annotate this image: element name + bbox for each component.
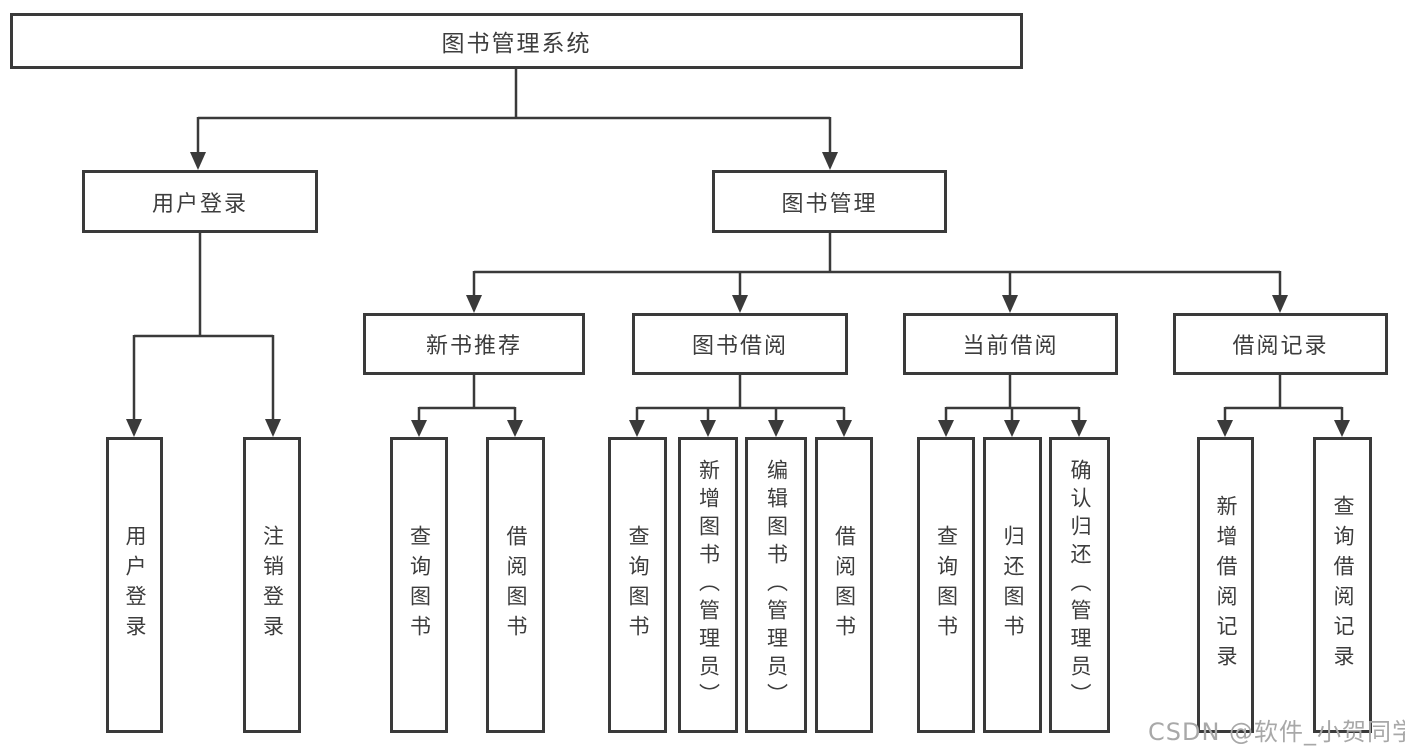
node-library-system-label: 图书管理系统	[441, 31, 592, 57]
leaf-edit-book-admin-label: 编辑图书（管理员）	[764, 459, 789, 711]
leaf-add-book-admin-label: 新增图书（管理员）	[696, 459, 721, 711]
leaf-query-books-current: 查询图书	[917, 437, 975, 733]
node-current-borrowing: 当前借阅	[903, 313, 1118, 375]
leaf-confirm-return-admin: 确认归还（管理员）	[1049, 437, 1110, 733]
leaf-query-borrow-record: 查询借阅记录	[1313, 437, 1372, 733]
leaf-query-books-recommend: 查询图书	[390, 437, 448, 733]
leaf-add-book-admin: 新增图书（管理员）	[678, 437, 738, 733]
node-book-management-label: 图书管理	[781, 191, 878, 217]
leaf-borrow-books-recommend: 借阅图书	[486, 437, 545, 733]
csdn-watermark: CSDN @软件_小贺同学	[1148, 718, 1405, 746]
leaf-return-book-label: 归还图书	[1001, 525, 1025, 645]
leaf-edit-book-admin: 编辑图书（管理员）	[745, 437, 807, 733]
leaf-add-borrow-record-label: 新增借阅记录	[1214, 495, 1238, 675]
leaf-query-books-current-label: 查询图书	[934, 525, 959, 645]
leaf-add-borrow-record: 新增借阅记录	[1197, 437, 1254, 733]
node-user-login: 用户登录	[82, 170, 318, 233]
node-new-book-recommend-label: 新书推荐	[425, 334, 522, 359]
node-current-borrowing-label: 当前借阅	[962, 334, 1059, 359]
leaf-logout-label: 注销登录	[260, 525, 285, 645]
leaf-query-books-recommend-label: 查询图书	[407, 525, 432, 645]
node-borrowing-records-label: 借阅记录	[1232, 334, 1329, 359]
leaf-confirm-return-admin-label: 确认归还（管理员）	[1068, 459, 1092, 711]
leaf-logout: 注销登录	[243, 437, 301, 733]
leaf-user-login: 用户登录	[106, 437, 163, 733]
node-user-login-label: 用户登录	[151, 191, 248, 217]
leaf-query-books-borrow-label: 查询图书	[626, 525, 650, 645]
leaf-query-books-borrow: 查询图书	[608, 437, 667, 733]
leaf-user-login-label: 用户登录	[123, 525, 147, 645]
leaf-query-borrow-record-label: 查询借阅记录	[1331, 495, 1355, 675]
node-borrowing-records: 借阅记录	[1173, 313, 1388, 375]
node-new-book-recommend: 新书推荐	[363, 313, 585, 375]
leaf-borrow-books-recommend-label: 借阅图书	[504, 525, 528, 645]
leaf-borrow-books: 借阅图书	[815, 437, 873, 733]
node-library-system: 图书管理系统	[10, 13, 1023, 69]
node-book-management: 图书管理	[712, 170, 947, 233]
leaf-borrow-books-label: 借阅图书	[832, 525, 857, 645]
node-book-borrowing: 图书借阅	[632, 313, 848, 375]
leaf-return-book: 归还图书	[983, 437, 1042, 733]
node-book-borrowing-label: 图书借阅	[691, 334, 788, 359]
